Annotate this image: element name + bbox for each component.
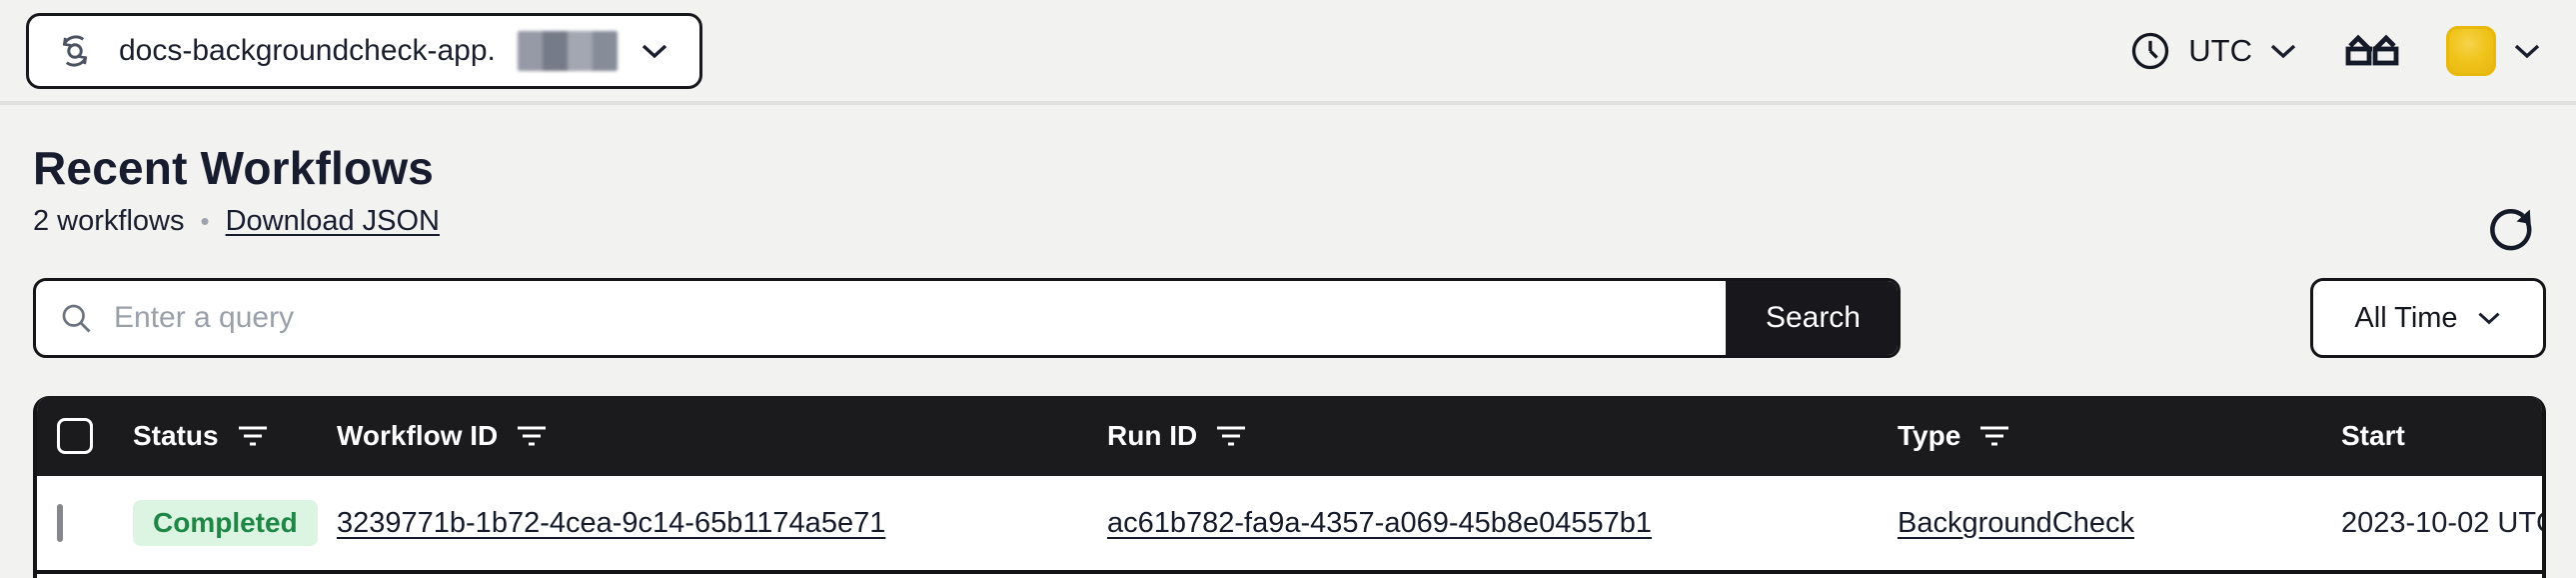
timezone-selector[interactable]: UTC (2128, 29, 2298, 73)
table-header-row: Status Workflow ID Run ID Type Start (37, 396, 2542, 476)
time-range-label: All Time (2354, 301, 2458, 334)
account-menu[interactable] (2446, 25, 2542, 76)
status-badge: Completed (133, 500, 318, 546)
column-label: Type (1898, 420, 1961, 451)
search-button[interactable]: Search (1725, 281, 1898, 355)
query-input-group: Search (33, 278, 1901, 358)
download-json-link[interactable]: Download JSON (225, 205, 440, 237)
page-title: Recent Workflows (33, 142, 435, 194)
chevron-down-icon (642, 44, 667, 58)
namespace-selector[interactable]: docs-backgroundcheck-app. (26, 12, 702, 89)
filter-icon[interactable] (237, 423, 269, 449)
labs-mode-toggle[interactable] (2344, 29, 2400, 73)
namespace-sync-icon (53, 29, 97, 73)
column-header-run-id: Run ID (1107, 420, 1898, 452)
column-header-start: Start (2341, 420, 2542, 452)
column-label: Status (133, 420, 219, 451)
column-header-type: Type (1898, 420, 2341, 452)
top-right-controls: UTC (2128, 25, 2542, 76)
column-label: Start (2341, 420, 2405, 451)
chevron-down-icon (2478, 312, 2500, 325)
query-toolbar: Search All Time (33, 278, 2546, 358)
workflow-type-link[interactable]: BackgroundCheck (1898, 506, 2134, 539)
search-icon (62, 304, 91, 333)
column-header-workflow-id: Workflow ID (337, 420, 1107, 452)
time-range-filter[interactable]: All Time (2310, 278, 2546, 358)
top-navigation-bar: docs-backgroundcheck-app. UTC (0, 0, 2576, 101)
refresh-icon (2490, 208, 2532, 250)
table-row[interactable]: Completed 3239771b-1b72-4cea-9c14-65b117… (37, 476, 2542, 574)
column-label: Run ID (1107, 420, 1198, 451)
select-all-checkbox[interactable] (57, 418, 93, 454)
filter-icon[interactable] (1215, 423, 1247, 449)
namespace-redacted-text (517, 30, 618, 71)
column-label: Workflow ID (337, 420, 499, 451)
run-id-link[interactable]: ac61b782-fa9a-4357-a069-45b8e04557b1 (1107, 506, 1653, 539)
start-time: 2023-10-02 UTC (2341, 506, 2542, 539)
column-header-status: Status (133, 420, 337, 452)
workflow-count-row: 2 workflows • Download JSON (33, 205, 2546, 238)
workflow-count: 2 workflows (33, 205, 185, 237)
separator-dot: • (200, 206, 210, 236)
refresh-button[interactable] (2480, 199, 2540, 259)
clock-icon (2132, 32, 2169, 69)
chevron-down-icon (2270, 44, 2296, 58)
workflows-table: Status Workflow ID Run ID Type Start Com… (33, 396, 2546, 578)
chevron-down-icon (2514, 44, 2540, 58)
row-checkbox[interactable] (57, 503, 63, 542)
timezone-label: UTC (2188, 32, 2252, 68)
user-avatar (2446, 25, 2496, 76)
workflow-id-link[interactable]: 3239771b-1b72-4cea-9c14-65b1174a5e71 (337, 506, 886, 539)
filter-icon[interactable] (516, 423, 548, 449)
topbar-divider (0, 101, 2576, 105)
table-row (37, 574, 2542, 578)
namespace-label: docs-backgroundcheck-app. (119, 33, 496, 67)
workflows-page: Recent Workflows 2 workflows • Download … (0, 141, 2576, 578)
filter-icon[interactable] (1978, 423, 2010, 449)
glasses-icon (2345, 34, 2399, 65)
query-input[interactable] (114, 281, 1726, 355)
